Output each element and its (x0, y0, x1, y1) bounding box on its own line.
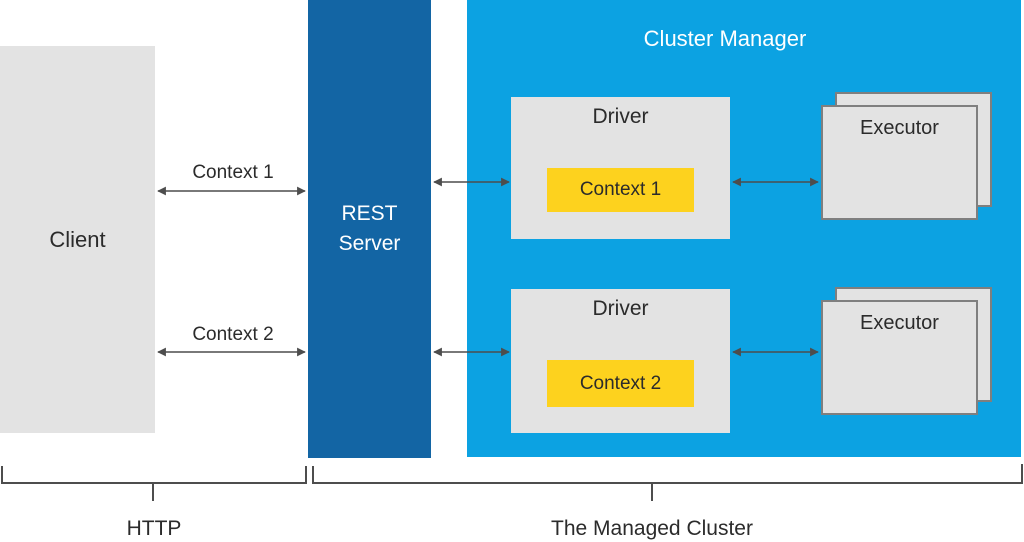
rest-server-label-line1: REST (341, 202, 398, 225)
driver-1-context-chip: Context 1 (547, 168, 694, 212)
http-bracket (1, 466, 307, 501)
driver-2-label: Driver (592, 297, 649, 320)
cluster-manager-box: Cluster Manager Driver Context 1 Driver … (467, 0, 1021, 457)
executor-stack-2: Executor (821, 287, 992, 415)
executor-1-label: Executor (860, 117, 939, 139)
driver-1-label: Driver (592, 105, 649, 128)
client-label: Client (49, 226, 106, 252)
executor-stack-1: Executor (821, 92, 992, 220)
client-box: Client (0, 46, 155, 433)
rest-server-label-line2: Server (338, 232, 401, 255)
executor-2-label: Executor (860, 312, 939, 334)
driver-box-2: Driver Context 2 (511, 289, 730, 433)
connection-label-context-1: Context 1 (192, 162, 274, 183)
managed-cluster-bracket-label: The Managed Cluster (551, 517, 753, 540)
driver-box-1: Driver Context 1 (511, 97, 730, 239)
managed-cluster-bracket (312, 464, 1023, 501)
rest-server-box: REST Server (308, 0, 431, 458)
executor-1-box: Executor (821, 105, 978, 220)
http-bracket-label: HTTP (126, 517, 182, 540)
rest-server-label: REST Server (339, 199, 401, 259)
cluster-manager-title: Cluster Manager (643, 26, 807, 51)
connection-label-context-2: Context 2 (192, 324, 274, 345)
driver-2-context-chip: Context 2 (547, 360, 694, 407)
executor-2-box: Executor (821, 300, 978, 415)
